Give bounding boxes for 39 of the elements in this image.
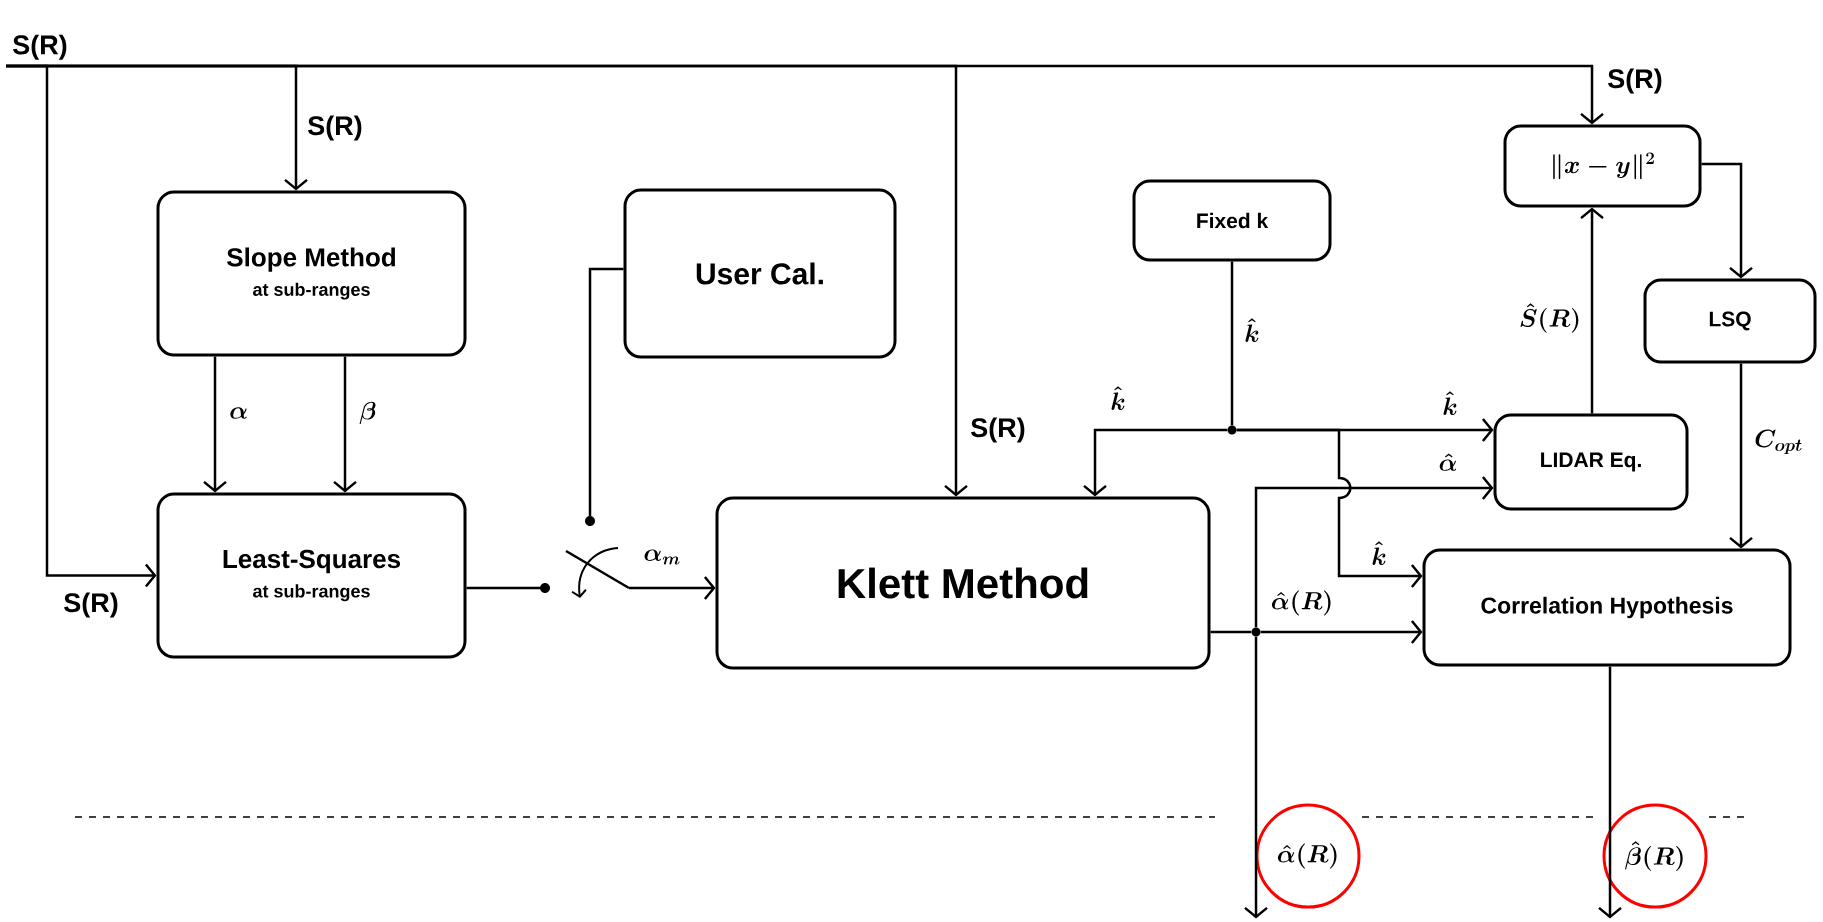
edge-label: $C_{opt}$ xyxy=(1752,427,1805,457)
arrow xyxy=(1244,636,1268,919)
process-box: LSQ xyxy=(1643,278,1817,364)
arrow xyxy=(1580,207,1604,414)
edge-label: S(R) xyxy=(305,113,365,143)
edge-label: $\hat{k}$ xyxy=(1108,384,1128,412)
edge-label: S(R) xyxy=(1605,66,1665,96)
arrow xyxy=(1598,666,1622,919)
arrow xyxy=(1083,428,1228,497)
arrow xyxy=(1260,620,1423,644)
edge-label: $\alpha$ xyxy=(227,405,251,421)
arrow xyxy=(1254,476,1494,628)
arrow xyxy=(333,356,357,493)
process-box: Correlation Hypothesis xyxy=(1422,548,1792,667)
edge-label: $\hat{k}$ xyxy=(1242,316,1262,344)
edge-label: S(R) xyxy=(968,415,1028,445)
process-box: Klett Method xyxy=(715,496,1211,670)
arrow xyxy=(1236,428,1423,588)
signal-label: S(R) xyxy=(13,34,67,60)
edge-label: $\hat{k}$ xyxy=(1440,389,1460,417)
process-box: User Cal. xyxy=(623,188,897,359)
switch-symbol xyxy=(540,516,630,598)
edge-label: $\hat{\alpha}$ xyxy=(1436,451,1460,473)
process-box: LIDAR Eq. xyxy=(1493,413,1689,511)
edge-label: $\beta$ xyxy=(357,399,379,427)
arrow xyxy=(1701,162,1753,279)
arrow xyxy=(6,64,1604,125)
process-box: $\| x - y \|^{2}$ xyxy=(1503,124,1702,208)
edge-label: $\alpha_{m}$ xyxy=(641,547,683,567)
edge-label: S(R) xyxy=(61,590,121,620)
process-box: Least-Squares at sub-ranges xyxy=(156,492,467,659)
process-box: Slope Method at sub-ranges xyxy=(156,190,467,357)
edge-label: $\hat{k}$ xyxy=(1369,539,1389,567)
arrow xyxy=(203,356,227,493)
process-box: Fixed k xyxy=(1132,179,1332,262)
edge-label: $\hat{S}(R)$ xyxy=(1516,301,1584,335)
arrow xyxy=(1729,363,1753,549)
arrow xyxy=(629,576,716,600)
edge-label: $\hat{\alpha}(R)$ xyxy=(1268,588,1336,618)
